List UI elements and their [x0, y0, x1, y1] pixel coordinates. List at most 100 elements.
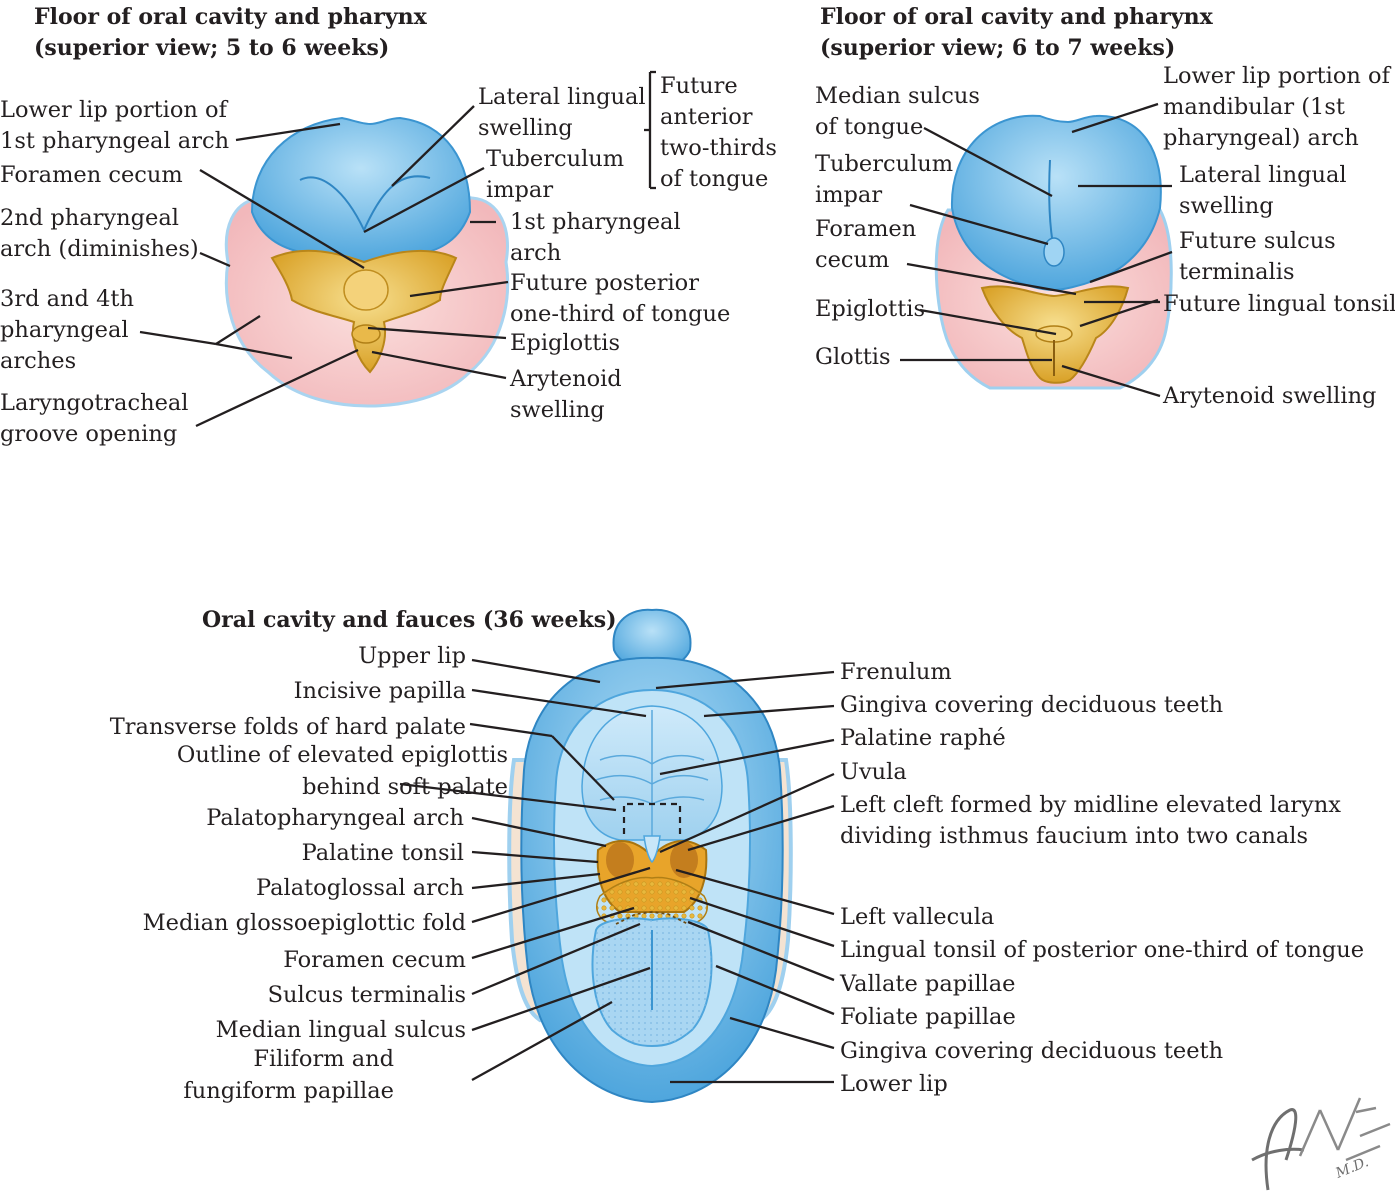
leader-line: [919, 308, 1057, 336]
label-incisive-papilla: Incisive papilla: [294, 678, 466, 704]
leader-line: [139, 330, 217, 346]
label-line: Palatine raphé: [840, 725, 1006, 751]
label-frenulum: Frenulum: [840, 659, 952, 685]
leader-line: [659, 772, 835, 854]
leader-line: [471, 906, 635, 960]
label-line: Upper lip: [358, 643, 466, 669]
label-line: arch: [510, 240, 561, 266]
leader-line: [471, 658, 601, 684]
p1-posterior-tongue-shape: [270, 249, 458, 374]
label-line: Transverse folds of hard palate: [110, 714, 466, 740]
label-line: Laryngotracheal: [0, 390, 189, 416]
label-line: cecum: [815, 247, 889, 273]
label-title: Floor of oral cavity and pharynx (superio…: [34, 4, 428, 61]
leader-line: [215, 342, 293, 360]
labels: Floor of oral cavity and pharynx (superio…: [0, 4, 1395, 1104]
label-arytenoid: Arytenoid swelling: [1162, 383, 1376, 409]
label-line: Left cleft formed by midline elevated la…: [840, 792, 1341, 818]
leader-line: [715, 964, 835, 1016]
label-line: Gingiva covering deciduous teeth: [840, 1038, 1223, 1064]
label-glottis: Glottis: [815, 344, 891, 370]
label-line: swelling: [510, 397, 605, 423]
label-line: Future posterior: [510, 270, 699, 296]
label-line: (superior view; 6 to 7 weeks): [820, 35, 1175, 61]
panel2-illustration: [934, 114, 1173, 390]
label-line: Sulcus terminalis: [268, 982, 466, 1008]
leader-line: [1089, 250, 1173, 284]
p3-uvula-shape: [643, 835, 661, 864]
label-upper-lip: Upper lip: [358, 643, 466, 669]
netter-signature: M.D.: [1251, 1097, 1391, 1191]
label-line: Median glossoepiglottic fold: [143, 910, 466, 936]
label-line: swelling: [1179, 193, 1274, 219]
label-line: Lingual tonsil of posterior one-third of…: [840, 937, 1364, 963]
label-epiglottis: Epiglottis: [510, 330, 620, 356]
label-line: Tuberculum: [486, 146, 624, 172]
panel1-illustration: [224, 116, 510, 408]
label-line: Foramen cecum: [0, 162, 183, 188]
label-lingual-tonsil: Lingual tonsil of posterior one-third of…: [840, 937, 1364, 963]
label-line: Future: [660, 73, 738, 99]
label-line: Epiglottis: [510, 330, 620, 356]
label-line: Uvula: [840, 759, 907, 785]
label-line: (superior view; 5 to 6 weeks): [34, 35, 389, 61]
label-line: one-third of tongue: [510, 301, 730, 327]
label-line: Future sulcus: [1179, 228, 1336, 254]
label-palatine-tonsil: Palatine tonsil: [302, 840, 464, 866]
panel3-illustration: [507, 608, 793, 1104]
leader-line: [199, 251, 231, 268]
label-line: Glottis: [815, 344, 891, 370]
leader-line: [371, 350, 507, 380]
label-line: arches: [0, 348, 76, 374]
label-future-posterior: Future posterior one-third of tongue: [510, 270, 730, 327]
label-uvula: Uvula: [840, 759, 907, 785]
label-line: impar: [815, 182, 882, 208]
leader-line: [471, 922, 641, 996]
label-sulcus-terminalis: Sulcus terminalis: [268, 982, 466, 1008]
label-line: 2nd pharyngeal: [0, 205, 179, 231]
label-line: Lower lip portion of: [0, 97, 229, 123]
label-line: Lower lip: [840, 1071, 948, 1097]
label-line: anterior: [660, 104, 753, 130]
leader-line: [391, 105, 475, 187]
leader-line: [689, 896, 835, 948]
leader-line: [399, 782, 617, 812]
leader-line: [471, 866, 651, 924]
label-line: Floor of oral cavity and pharynx: [34, 4, 428, 30]
label-line: Vallate papillae: [839, 971, 1015, 997]
label-foramen-cecum: Foramen cecum: [815, 216, 916, 273]
leader-line: [703, 704, 835, 718]
label-line: Floor of oral cavity and pharynx: [820, 4, 1214, 30]
leader-line: [1061, 364, 1161, 398]
label-line: 1st pharyngeal arch: [0, 128, 229, 154]
label-line: fungiform papillae: [183, 1078, 394, 1104]
leader-line: [1079, 298, 1159, 328]
label-transverse-folds: Transverse folds of hard palate: [110, 714, 466, 740]
label-line: pharyngeal) arch: [1163, 125, 1359, 151]
label-line: Lateral lingual: [1179, 162, 1347, 188]
leader-line: [655, 670, 835, 690]
label-palatoglossal: Palatoglossal arch: [256, 875, 464, 901]
label-foliate: Foliate papillae: [840, 1004, 1016, 1030]
label-line: Palatoglossal arch: [256, 875, 464, 901]
label-line: Foramen: [815, 216, 916, 242]
leader-line: [471, 1000, 613, 1082]
label-epiglottis: Epiglottis: [815, 296, 925, 322]
label-gingiva-lower: Gingiva covering deciduous teeth: [840, 1038, 1223, 1064]
leader-line: [215, 315, 261, 345]
label-median-lingual: Median lingual sulcus: [216, 1017, 466, 1043]
label-line: Palatopharyngeal arch: [206, 805, 464, 831]
label-line: Lateral lingual: [478, 84, 646, 110]
p3-epiglottis-outline: [622, 802, 682, 834]
leader-line: [909, 203, 1049, 246]
